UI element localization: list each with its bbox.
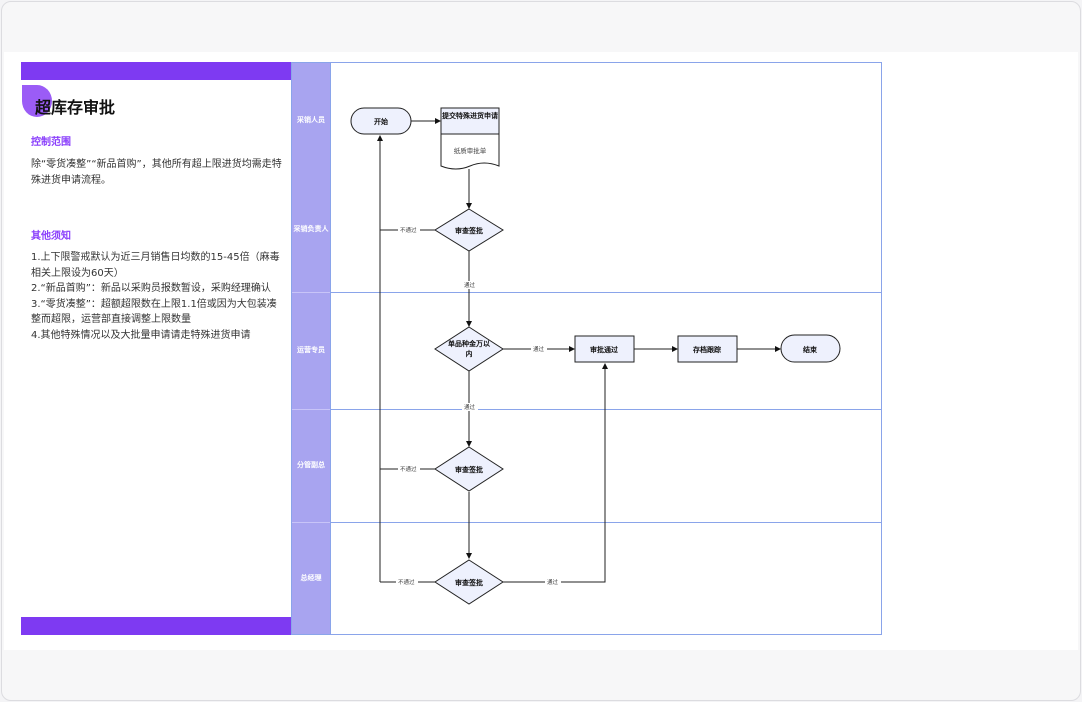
node-amount-check: 单品种金万以内 (434, 326, 504, 372)
node-submit-label: 提交特殊进货申请 (442, 112, 498, 120)
page-title: 超库存审批 (35, 98, 116, 117)
node-submit: 提交特殊进货申请 (440, 107, 500, 135)
node-start-label: 开始 (374, 117, 388, 126)
edge-label-pass3: 通过 (547, 578, 559, 586)
lane-label-vice-president: 分管副总 (297, 461, 325, 469)
node-review2-label: 审查签批 (455, 465, 483, 474)
lane-header-column (292, 63, 330, 634)
node-archive: 存档跟踪 (677, 335, 738, 363)
lane-label-general-manager: 总经理 (300, 574, 322, 582)
node-document: 纸质审批单 (440, 133, 500, 170)
note-item: 2.“新品首购”：新品以采购员报数暂设，采购经理确认 (31, 283, 271, 294)
node-document-label: 纸质审批单 (454, 146, 487, 155)
lane-header-separator (292, 409, 330, 410)
node-approved-label: 审批通过 (590, 345, 618, 354)
node-review1: 审查签批 (434, 208, 504, 252)
lane-label-ops-specialist: 运营专员 (297, 346, 325, 354)
lane-separator (330, 522, 882, 523)
edge-review3-approved (503, 363, 608, 583)
edge-label-reject3: 不通过 (398, 578, 415, 586)
edge-label-pass-amount: 通过 (533, 345, 545, 353)
lane-header-separator (292, 292, 330, 293)
scope-body: 除“零货凑整”“新品首购”，其他所有超上限进货均需走特殊进货申请流程。 (31, 159, 282, 186)
notes-list: 1.上下限警戒默认为近三月销售日均数的15-45倍（麻毒相关上限设为60天） 2… (31, 250, 283, 343)
note-item: 4.其他特殊情况以及大批量申请请走特殊进货申请 (31, 329, 251, 341)
title-decoration (22, 85, 52, 117)
swimlane-container (291, 62, 882, 635)
node-amount-check-label: 单品种金万以内 (448, 340, 490, 358)
node-review3: 审查签批 (434, 559, 504, 605)
node-review1-label: 审查签批 (455, 226, 483, 235)
note-item: 3.“零货凑整”：超额超限数在上限1.1倍或因为大包装凑整而超限，运营部直接调整… (31, 298, 277, 326)
edge-label-reject1: 不通过 (400, 226, 417, 234)
notes-heading: 其他须知 (31, 231, 71, 242)
lane-label-sales-lead: 采销负责人 (293, 225, 329, 233)
scope-heading: 控制范围 (31, 137, 71, 148)
node-review3-label: 审查签批 (455, 578, 483, 587)
info-footer-bar (21, 617, 291, 635)
info-header-bar (21, 62, 291, 80)
edge-labels: 不通过 通过 通过 通过 不通过 不通过 通过 (396, 226, 561, 586)
lane-separator (330, 409, 882, 410)
edge-label-reject2: 不通过 (400, 465, 417, 473)
node-end-label: 结束 (802, 345, 818, 354)
node-review2: 审查签批 (434, 446, 504, 492)
node-approved: 审批通过 (574, 335, 635, 363)
lane-label-sales-staff: 采销人员 (297, 116, 325, 124)
edge-label-pass2: 通过 (464, 403, 476, 411)
lane-header-separator (292, 522, 330, 523)
edge-label-pass1: 通过 (464, 281, 476, 289)
node-end: 结束 (780, 334, 841, 363)
note-item: 1.上下限警戒默认为近三月销售日均数的15-45倍（麻毒相关上限设为60天） (31, 252, 280, 279)
lane-separator (330, 292, 882, 293)
lane-divider-vertical (330, 63, 331, 634)
node-archive-label: 存档跟踪 (693, 345, 721, 354)
node-start: 开始 (350, 107, 412, 135)
